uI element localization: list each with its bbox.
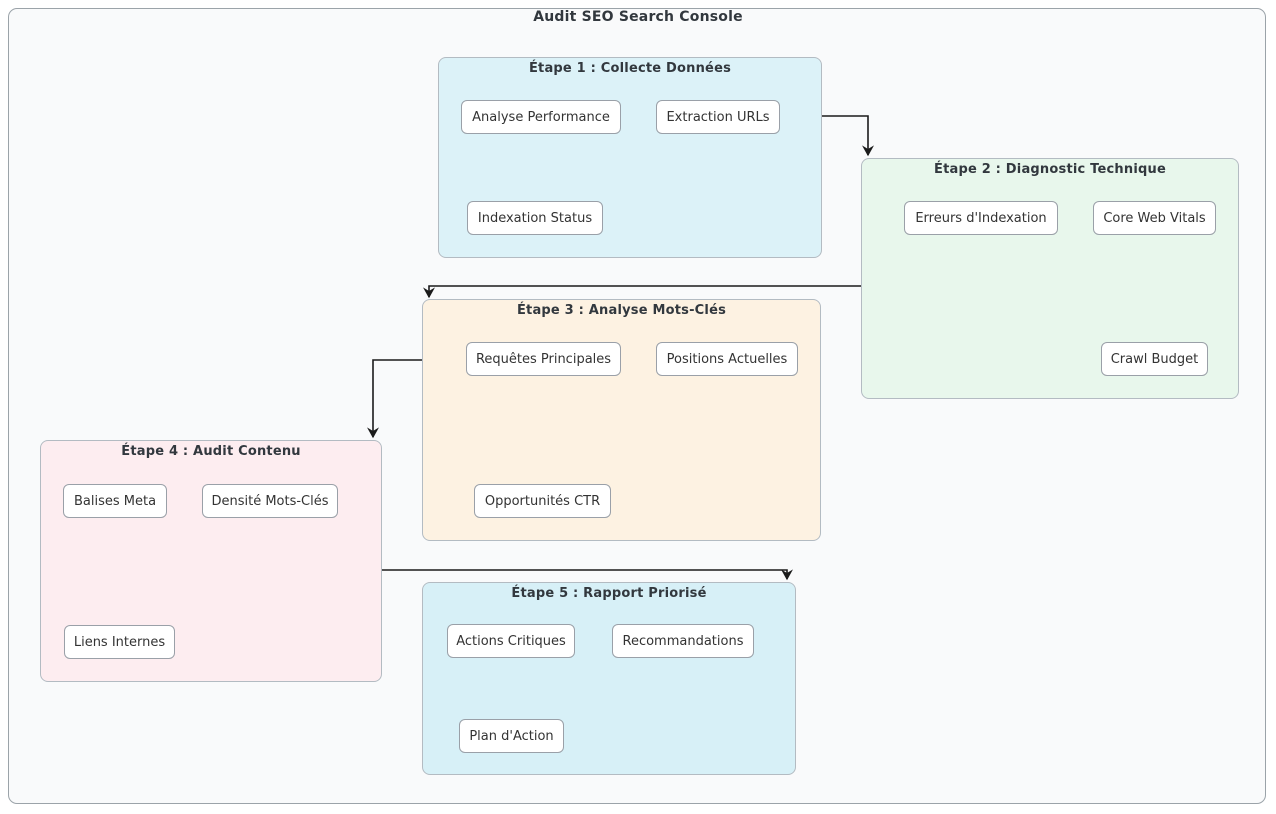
node-densite-mots-cles: Densité Mots-Clés <box>202 484 338 518</box>
group-etape-2-title: Étape 2 : Diagnostic Technique <box>934 162 1166 177</box>
node-recommandations: Recommandations <box>612 624 754 658</box>
group-etape-3: Étape 3 : Analyse Mots-Clés Requêtes Pri… <box>422 299 821 541</box>
group-etape-5: Étape 5 : Rapport Priorisé Actions Criti… <box>422 582 796 775</box>
node-actions-critiques: Actions Critiques <box>447 624 575 658</box>
node-positions-actuelles: Positions Actuelles <box>656 342 798 376</box>
node-core-web-vitals: Core Web Vitals <box>1093 201 1216 235</box>
group-etape-4: Étape 4 : Audit Contenu Balises Meta Den… <box>40 440 382 682</box>
node-indexation-status: Indexation Status <box>467 201 603 235</box>
group-etape-2: Étape 2 : Diagnostic Technique Erreurs d… <box>861 158 1239 399</box>
node-crawl-budget: Crawl Budget <box>1101 342 1208 376</box>
node-erreurs-indexation: Erreurs d'Indexation <box>904 201 1058 235</box>
node-liens-internes: Liens Internes <box>64 625 175 659</box>
node-requetes-principales: Requêtes Principales <box>466 342 621 376</box>
node-plan-d-action: Plan d'Action <box>459 719 564 753</box>
group-etape-1-title: Étape 1 : Collecte Données <box>528 61 732 76</box>
diagram-title: Audit SEO Search Console <box>533 9 743 25</box>
node-opportunites-ctr: Opportunités CTR <box>474 484 611 518</box>
group-etape-4-title: Étape 4 : Audit Contenu <box>121 444 301 459</box>
node-balises-meta: Balises Meta <box>63 484 167 518</box>
node-analyse-performance: Analyse Performance <box>461 100 621 134</box>
group-etape-5-title: Étape 5 : Rapport Priorisé <box>511 586 707 601</box>
node-extraction-urls: Extraction URLs <box>656 100 780 134</box>
group-etape-3-title: Étape 3 : Analyse Mots-Clés <box>516 303 727 318</box>
group-etape-1: Étape 1 : Collecte Données Analyse Perfo… <box>438 57 822 258</box>
